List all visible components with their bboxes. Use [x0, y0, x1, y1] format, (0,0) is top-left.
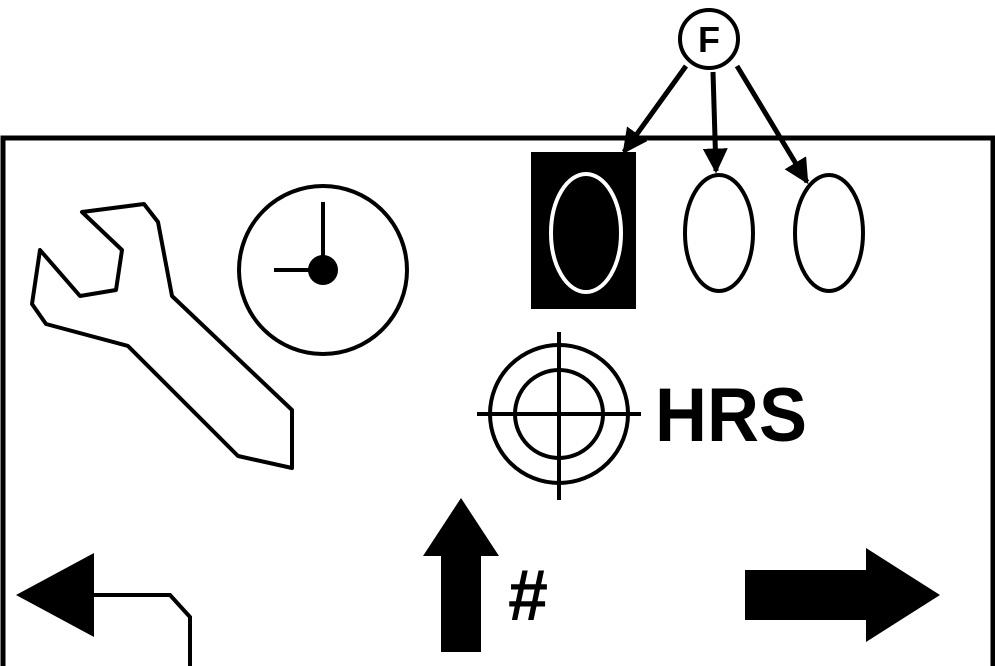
function-slot-2[interactable] — [683, 173, 755, 293]
callout-letter: F — [698, 19, 720, 60]
up-arrow-icon[interactable] — [423, 498, 499, 652]
hours-label: HRS — [655, 373, 807, 458]
function-slot-1-selected[interactable] — [531, 152, 636, 309]
callout-arrow-3 — [734, 64, 810, 185]
crosshair-icon — [477, 332, 641, 500]
number-symbol: # — [508, 556, 548, 636]
callout-f: F — [621, 8, 810, 185]
back-arrow-icon[interactable] — [16, 553, 192, 666]
callout-arrow-2 — [702, 71, 728, 174]
wrench-icon — [30, 202, 294, 470]
callout-circle — [678, 8, 740, 70]
function-slot-3[interactable] — [793, 173, 865, 293]
function-slots — [531, 152, 865, 309]
clock-icon — [237, 184, 409, 356]
display-frame — [0, 135, 995, 666]
right-arrow-icon[interactable] — [745, 548, 940, 642]
callout-arrow-1 — [621, 64, 689, 155]
